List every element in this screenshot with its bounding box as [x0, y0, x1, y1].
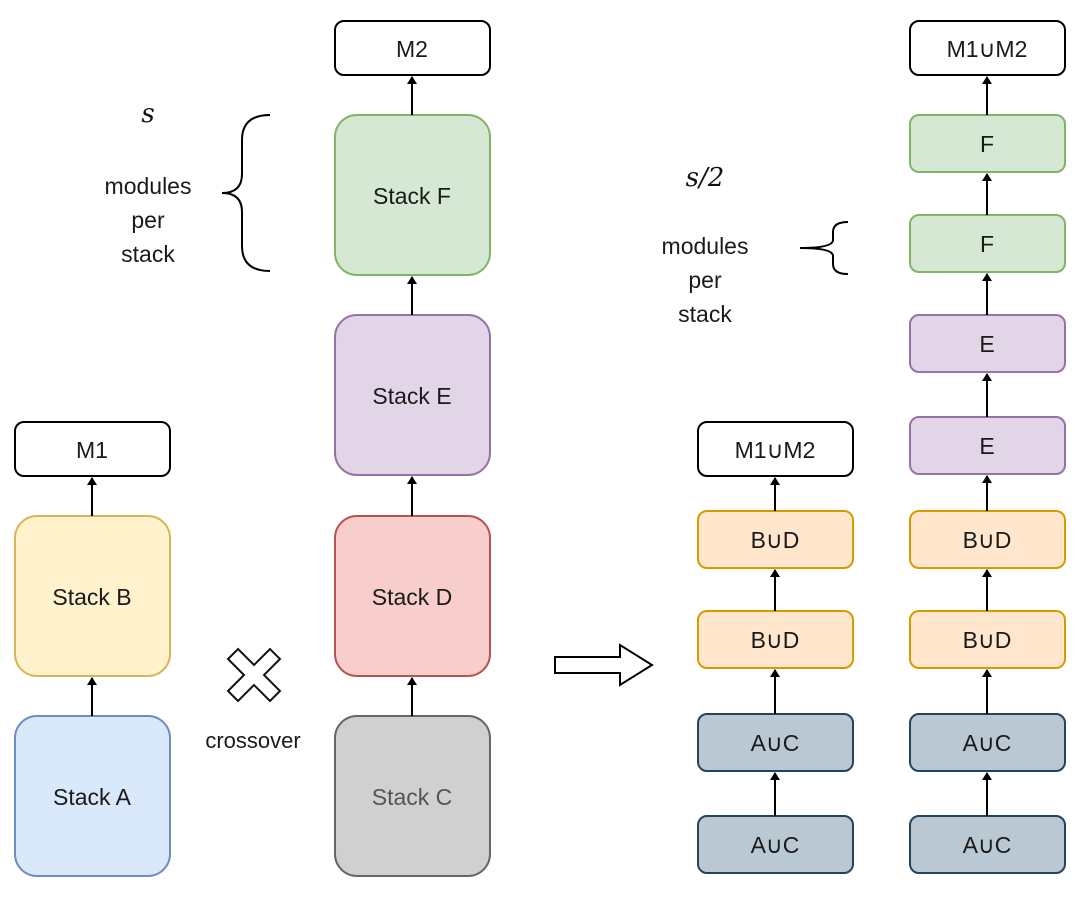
stack-d-box: Stack D: [334, 515, 491, 677]
child2-module-f: F: [909, 214, 1066, 273]
annotation-right-line3: stack: [678, 301, 732, 327]
stack-a-box: Stack A: [14, 715, 171, 877]
annotation-left-line3: stack: [121, 241, 175, 267]
stack-c-box: Stack C: [334, 715, 491, 877]
child2-module-e: E: [909, 416, 1066, 475]
child1-output-box: M1∪M2: [697, 421, 854, 477]
child2-output-box: M1∪M2: [909, 20, 1066, 76]
annotation-right-line2: per: [688, 267, 722, 293]
annotation-right: s/2 modules per stack: [662, 163, 849, 327]
child1-module-4-label: A∪C: [751, 832, 800, 858]
transform-arrow: [554, 643, 654, 687]
child1-module-4: A∪C: [697, 815, 854, 874]
child2-module-f-top-label: F: [980, 131, 994, 157]
parent1-output-label: M1: [76, 437, 108, 463]
child1-module-1: B∪D: [697, 510, 854, 569]
child1-module-2: B∪D: [697, 610, 854, 669]
stack-e-box: Stack E: [334, 314, 491, 476]
crossover-label: crossover: [205, 728, 300, 753]
child1-output-label: M1∪M2: [735, 437, 816, 463]
stack-e-label: Stack E: [372, 383, 451, 409]
child2-module-f-label: F: [980, 231, 994, 257]
child1-module-3-label: A∪C: [751, 730, 800, 756]
annotation-left: s modules per stack: [105, 99, 271, 272]
stack-b-label: Stack B: [52, 584, 131, 610]
parent2-output-label: M2: [396, 36, 428, 62]
child2-module-f-top: F: [909, 114, 1066, 173]
stack-b-box: Stack B: [14, 515, 171, 677]
stack-a-label: Stack A: [53, 784, 132, 810]
child2-module-bd-top-label: B∪D: [963, 527, 1012, 553]
child2-module-ac: A∪C: [909, 815, 1066, 874]
child2-output-label: M1∪M2: [947, 36, 1028, 62]
child2-module-bd-top: B∪D: [909, 510, 1066, 569]
child2-module-ac-top-label: A∪C: [963, 730, 1012, 756]
annotation-left-line1: modules: [105, 173, 192, 199]
brace-right: [799, 221, 849, 275]
child2-module-e-label: E: [979, 433, 994, 459]
child1-module-2-label: B∪D: [751, 627, 800, 653]
annotation-right-math: s/2: [686, 163, 725, 193]
stack-c-label: Stack C: [372, 784, 453, 810]
crossover-icon: [226, 647, 282, 703]
stack-d-label: Stack D: [372, 584, 453, 610]
child2-module-bd: B∪D: [909, 610, 1066, 669]
child2-module-bd-label: B∪D: [963, 627, 1012, 653]
parent2-output-box: M2: [334, 20, 491, 76]
annotation-left-math: s: [141, 99, 154, 129]
parent1-output-box: M1: [14, 421, 171, 477]
brace-left: [221, 114, 271, 272]
child2-module-ac-label: A∪C: [963, 832, 1012, 858]
stack-f-box: Stack F: [334, 114, 491, 276]
child1-module-3: A∪C: [697, 713, 854, 772]
child1-module-1-label: B∪D: [751, 527, 800, 553]
child2-module-e-top: E: [909, 314, 1066, 373]
child2-module-ac-top: A∪C: [909, 713, 1066, 772]
child2-module-e-top-label: E: [979, 331, 994, 357]
annotation-left-line2: per: [131, 207, 165, 233]
stack-f-label: Stack F: [373, 183, 451, 209]
annotation-right-line1: modules: [662, 233, 749, 259]
